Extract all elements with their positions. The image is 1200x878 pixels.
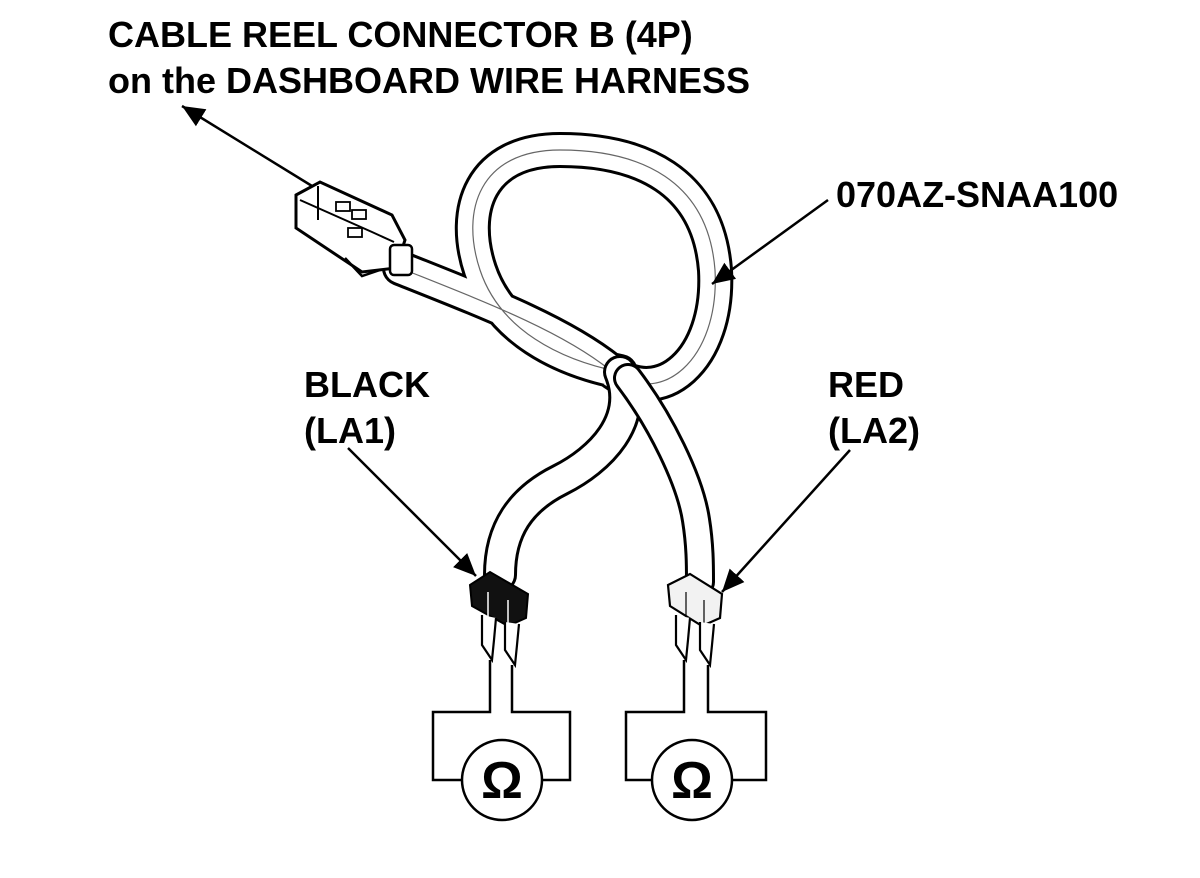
black-lead-label: BLACK (LA1) — [304, 362, 430, 454]
ohmmeter-circuit-left: Ω — [431, 660, 572, 822]
ohm-meter-icon — [650, 738, 734, 822]
ohmmeter-circuit-right: Ω — [624, 660, 768, 822]
harness-cable — [382, 131, 734, 597]
black-test-clip — [468, 570, 530, 669]
red-lead-leader-arrow — [721, 449, 851, 593]
connector-leader-arrow — [181, 104, 313, 188]
black-lead-leader-arrow — [347, 447, 477, 577]
part-number-label: 070AZ-SNAA100 — [836, 174, 1119, 215]
connector-label-line-1: CABLE REEL CONNECTOR B (4P) — [108, 14, 693, 55]
red-lead-label-line-1: RED — [828, 364, 905, 405]
ohm-meter-icon — [460, 738, 544, 822]
black-lead-label-line-1: BLACK — [304, 364, 430, 405]
black-lead-label-line-2: (LA1) — [304, 410, 396, 451]
red-lead-label-line-2: (LA2) — [828, 410, 920, 451]
ohm-symbol: Ω — [671, 752, 713, 810]
ohm-symbol: Ω — [481, 752, 523, 810]
red-test-clip — [666, 572, 724, 669]
part-number-leader-arrow — [711, 198, 829, 286]
cable-reel-connector — [294, 180, 414, 278]
connector-label: CABLE REEL CONNECTOR B (4P) on the DASHB… — [108, 12, 750, 104]
connector-label-line-2: on the DASHBOARD WIRE HARNESS — [108, 60, 751, 101]
red-lead-label: RED (LA2) — [828, 362, 920, 454]
